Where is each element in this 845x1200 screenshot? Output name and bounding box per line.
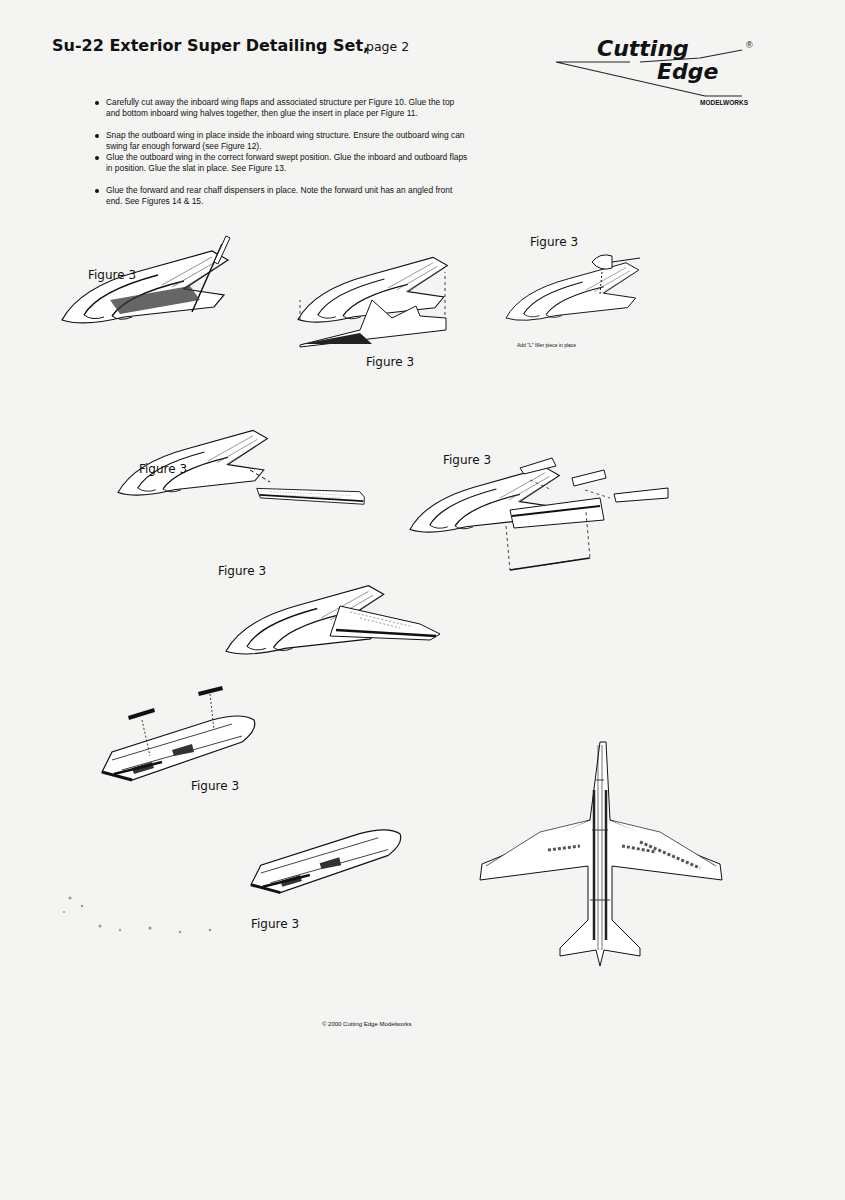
figure-note: Add "L" filler piece in place bbox=[517, 342, 576, 348]
figure-label: Figure 3 bbox=[251, 917, 299, 931]
copyright: © 2000 Cutting Edge Modelworks bbox=[322, 1021, 411, 1027]
instruction-bullet: Glue the forward and rear chaff dispense… bbox=[106, 185, 468, 207]
figure-label: Figure 3 bbox=[88, 268, 136, 282]
bullet-dot bbox=[95, 134, 99, 138]
bullet-dot bbox=[95, 156, 99, 160]
bullet-dot bbox=[95, 189, 99, 193]
figure-label: Figure 3 bbox=[218, 564, 266, 578]
page-title: Su-22 Exterior Super Detailing Set, bbox=[52, 36, 369, 55]
logo-text: Edge bbox=[657, 59, 718, 84]
figure-label: Figure 3 bbox=[366, 355, 414, 369]
figure-label: Figure 3 bbox=[530, 235, 578, 249]
page-number: page 2 bbox=[366, 39, 409, 54]
logo-text: Cutting bbox=[597, 36, 689, 61]
instruction-bullet: Snap the outboard wing in place inside t… bbox=[106, 130, 468, 152]
bullet-dot bbox=[95, 101, 99, 105]
figure-label: Figure 3 bbox=[191, 779, 239, 793]
logo-subtext: MODELWORKS bbox=[700, 99, 748, 106]
figure-label: Figure 3 bbox=[443, 453, 491, 467]
figure-label: Figure 3 bbox=[139, 462, 187, 476]
registered-mark: ® bbox=[746, 40, 753, 50]
instruction-bullet: Carefully cut away the inboard wing flap… bbox=[106, 97, 468, 119]
instruction-bullet: Glue the outboard wing in the correct fo… bbox=[106, 152, 468, 174]
